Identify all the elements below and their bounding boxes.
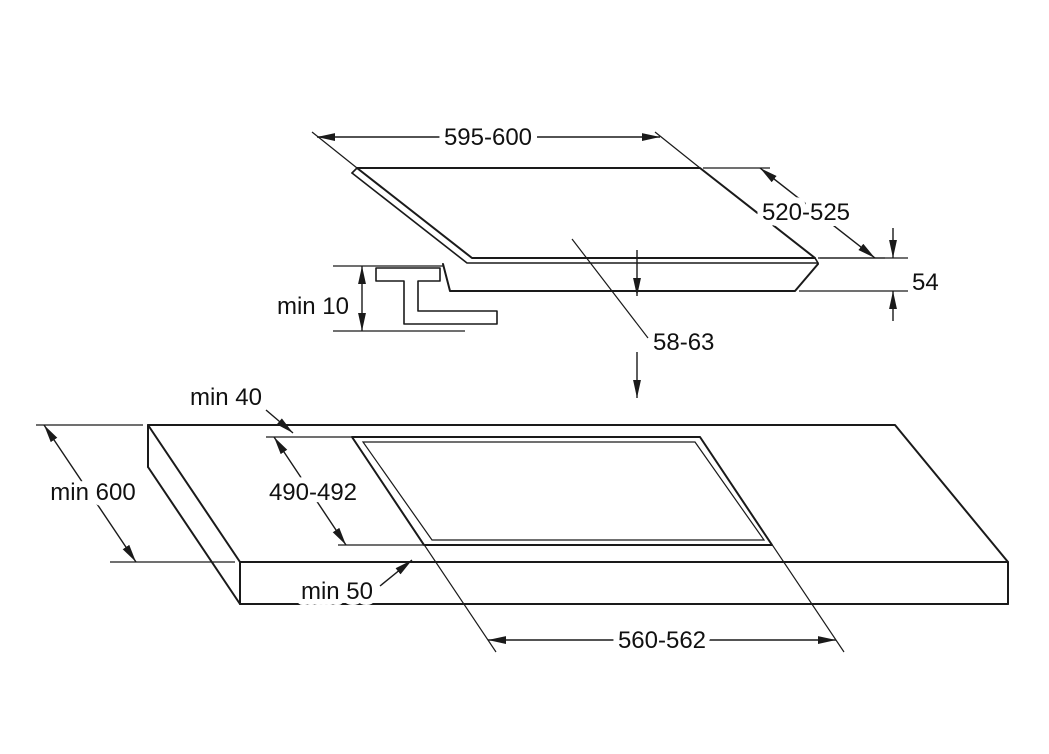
- cutout-inner-edge: [361, 441, 766, 541]
- leader-arrow: [379, 559, 413, 587]
- hob-glass-corner-edge-left: [351, 167, 358, 174]
- dim-cutout-depth: 490-492: [263, 436, 424, 546]
- worktop-left-bottom-edge: [147, 466, 241, 605]
- hob-glass-thickness-edge: [351, 172, 819, 264]
- hob-glass-corner-edge-right: [814, 257, 819, 264]
- dim-clearance-below: min 10: [271, 265, 465, 332]
- hob-depth-label: 520-525: [762, 199, 850, 226]
- mounting-bracket: [375, 267, 498, 325]
- dim-cutout-width: 560-562: [351, 436, 845, 660]
- extension-line: [654, 131, 701, 169]
- worktop-drawing: min 40 min 600 490-492 min 50 560-562: [36, 378, 1009, 660]
- leader-arrow: [265, 409, 294, 434]
- dimension-line: [43, 424, 137, 563]
- dim-front-clearance: min 50: [295, 559, 413, 611]
- leader-line: [571, 238, 649, 339]
- rear-clearance-label: min 40: [190, 384, 262, 411]
- clearance-below-label: min 10: [277, 293, 349, 320]
- hob-body-outline: [442, 263, 819, 292]
- hob-height-label: 54: [912, 269, 939, 296]
- hob-width-label: 595-600: [444, 124, 532, 151]
- hob-glass-outline: [356, 167, 816, 259]
- dim-hob-depth: 520-525: [703, 167, 885, 259]
- dim-hob-height: 54: [799, 228, 945, 321]
- cutout-outline: [351, 436, 773, 546]
- extension-line: [699, 436, 845, 653]
- front-clearance-label: min 50: [301, 578, 373, 605]
- installation-depth-label: 58-63: [653, 329, 714, 356]
- worktop-depth-label: min 600: [50, 479, 135, 506]
- cutout-width-label: 560-562: [618, 627, 706, 654]
- hob-drawing: 595-600 520-525 54 min 10: [271, 118, 945, 398]
- dim-installation-depth: 58-63: [571, 238, 720, 398]
- dimension-line: [759, 167, 876, 259]
- dim-hob-width: 595-600: [311, 118, 701, 169]
- extension-line: [351, 436, 497, 653]
- dimension-line: [273, 436, 347, 546]
- cutout-depth-label: 490-492: [269, 479, 357, 506]
- dim-worktop-depth: min 600: [36, 424, 235, 563]
- dim-rear-clearance: min 40: [184, 378, 294, 434]
